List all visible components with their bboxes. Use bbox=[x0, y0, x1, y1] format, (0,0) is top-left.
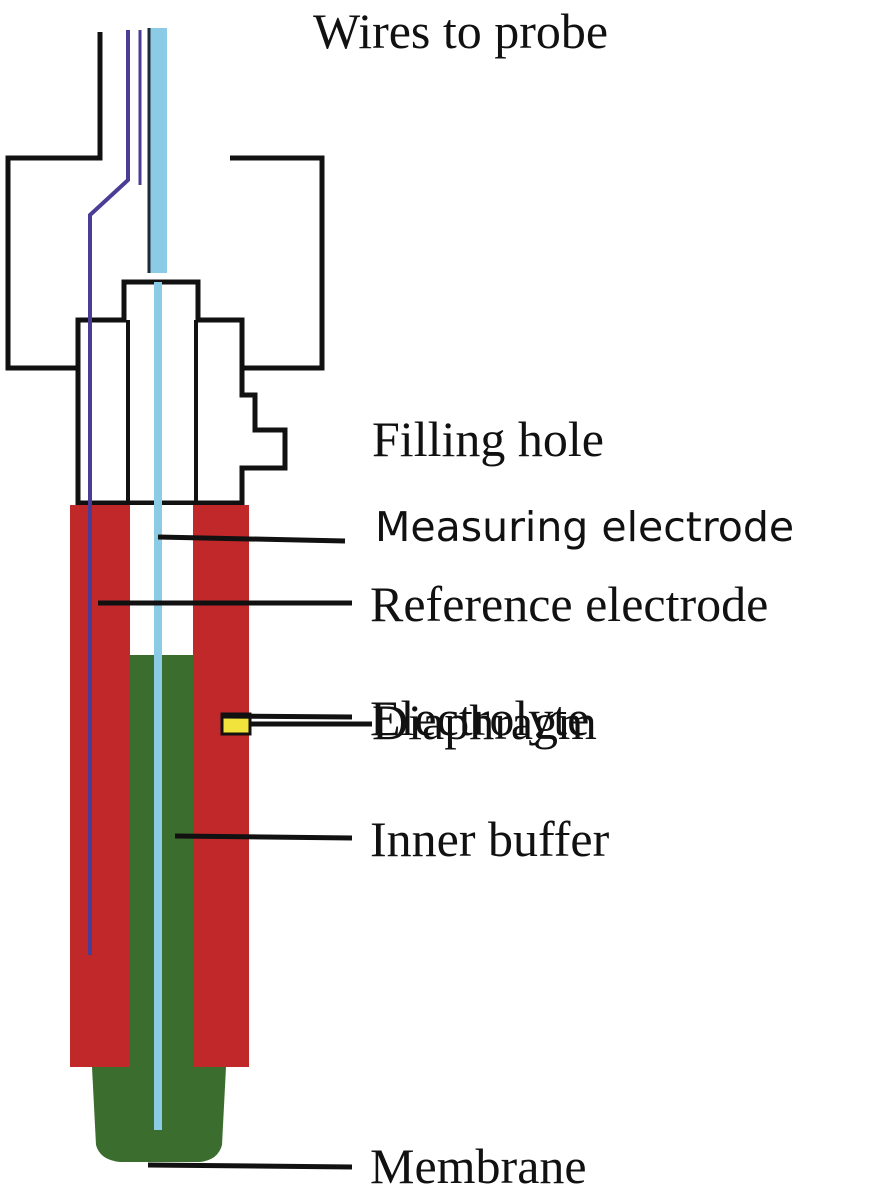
electrolyte-right-chamber bbox=[193, 505, 249, 1067]
label-filling-hole: Filling hole bbox=[372, 411, 604, 467]
label-membrane: Membrane bbox=[370, 1138, 587, 1194]
label-inner-buffer: Inner buffer bbox=[370, 811, 610, 867]
measuring-wire-lower bbox=[154, 282, 162, 1130]
label-wires-to-probe: Wires to probe bbox=[313, 3, 609, 59]
label-diaphragm: Diaphragm bbox=[372, 694, 597, 750]
reference-wire bbox=[88, 30, 130, 955]
inner-tube-outline bbox=[126, 320, 198, 505]
leader-electrolyte bbox=[221, 713, 353, 720]
leader-measuring bbox=[157, 534, 346, 544]
label-reference-electrode: Reference electrode bbox=[370, 576, 769, 632]
cap-housing-left bbox=[5, 32, 103, 371]
electrolyte-left-chamber bbox=[70, 505, 130, 1067]
cap-housing-right bbox=[230, 155, 325, 371]
electrode-upper-body bbox=[75, 279, 288, 506]
measuring-wire bbox=[149, 28, 167, 273]
label-electrolyte: Electrolyte bbox=[370, 690, 590, 746]
leader-inner-buffer bbox=[174, 833, 353, 841]
label-measuring-electrode: Measuring electrode bbox=[375, 503, 795, 551]
leader-membrane bbox=[147, 1162, 353, 1170]
